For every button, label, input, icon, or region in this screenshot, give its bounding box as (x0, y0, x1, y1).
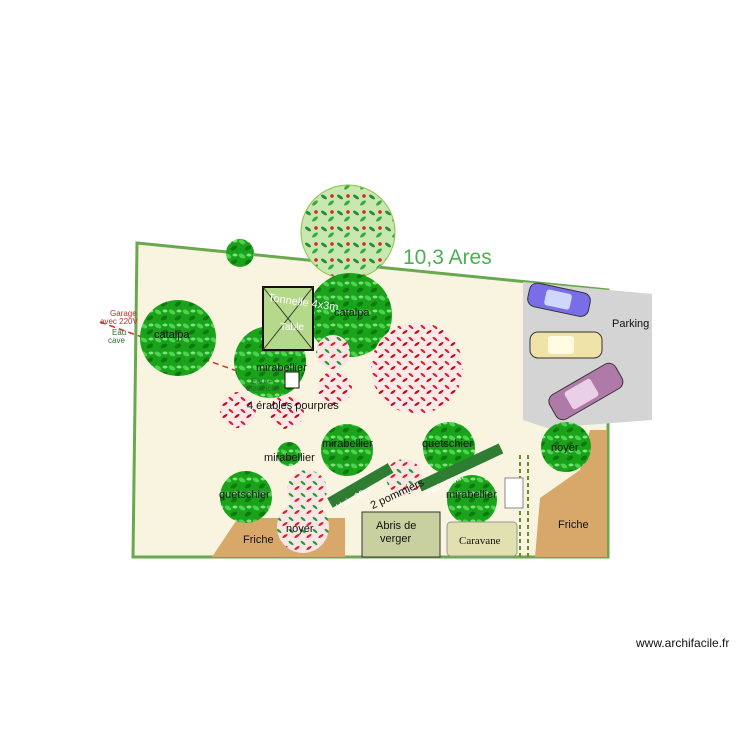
tree-label-mirabellier-1: mirabellier (256, 362, 307, 374)
hedge-left (327, 463, 394, 508)
parking-label: Parking (612, 318, 649, 330)
tree-mirabellier-2 (277, 442, 301, 466)
equipment-box (284, 371, 300, 389)
abri-verger (361, 511, 441, 558)
tree-label-mirabellier-3: mirabellier (322, 438, 373, 450)
tree-label-quetschier-1: quetschier (422, 438, 473, 450)
water-electric-label: Eau + électricité (246, 377, 280, 393)
credit-link[interactable]: www.archifacile.fr (636, 636, 730, 650)
abri-label-line2: verger (380, 533, 412, 545)
maples-label: 4 érables pourpres (247, 400, 339, 412)
maple-tree (220, 392, 256, 428)
garage-label: Garage avec 220V (100, 309, 139, 326)
car-purple (548, 362, 624, 421)
water-electric-line2: électricité (246, 384, 280, 393)
garage-label-line1: Garage (110, 309, 137, 318)
water-cave-label: Eau cave (108, 328, 128, 345)
tree-label-catalpa-1: catalpa (154, 329, 190, 341)
tree-label-catalpa-2: catalpa (334, 307, 370, 319)
tree-label-mirabellier-2: mirabellier (264, 452, 315, 464)
apple-tree-small (287, 470, 327, 510)
tree-label-noyer-1: noyer (286, 523, 314, 535)
area-label: 10,3 Ares (403, 246, 492, 269)
tree-label-mirabellier-4: mirabellier (446, 489, 497, 501)
caravane-label: Caravane (459, 535, 501, 547)
car-blue (527, 282, 591, 317)
tree-mirabellier-3 (321, 424, 373, 476)
maple-tree (318, 371, 352, 405)
tree-label-quetschier-2: quetschier (219, 489, 270, 501)
friche-right (535, 430, 607, 557)
maple-tree (316, 335, 350, 369)
maple-tree-large (371, 322, 463, 414)
tree-noyer-2 (541, 422, 591, 472)
tree-quetschier-2 (220, 471, 272, 523)
shed-small (504, 477, 524, 509)
hedge-right (417, 443, 504, 492)
tree-noyer-1 (277, 501, 329, 553)
apple-tree-small (386, 459, 422, 495)
abri-label-line1: Abris de (376, 520, 416, 532)
tree-mirabellier-4 (447, 475, 497, 525)
table-label: Table (280, 322, 304, 333)
friche-label-left: Friche (243, 534, 274, 546)
apple-tree-large (300, 184, 396, 280)
tree-label-noyer-2: noyer (551, 442, 579, 454)
pergola (262, 286, 314, 351)
water-cave-line2: cave (108, 336, 125, 345)
friche-label-right: Friche (558, 519, 589, 531)
shrub-small (226, 239, 254, 267)
caravane (446, 521, 518, 557)
tree-catalpa-1 (140, 300, 216, 376)
water-electric-line1: Eau + (251, 377, 272, 386)
garage-label-line2: avec 220V (100, 317, 138, 326)
abri-label: Abris de verger (376, 520, 419, 545)
water-cave-line1: Eau (112, 328, 126, 337)
maple-tree (270, 395, 304, 429)
car-beige (529, 331, 603, 359)
